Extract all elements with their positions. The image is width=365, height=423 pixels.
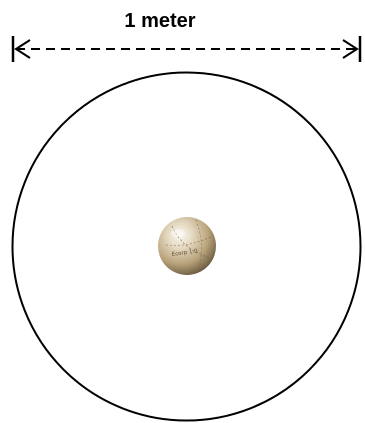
metal-ball-icon: Ecorp 1.0 bbox=[158, 217, 216, 275]
measurement-label: 1 meter bbox=[124, 10, 195, 32]
